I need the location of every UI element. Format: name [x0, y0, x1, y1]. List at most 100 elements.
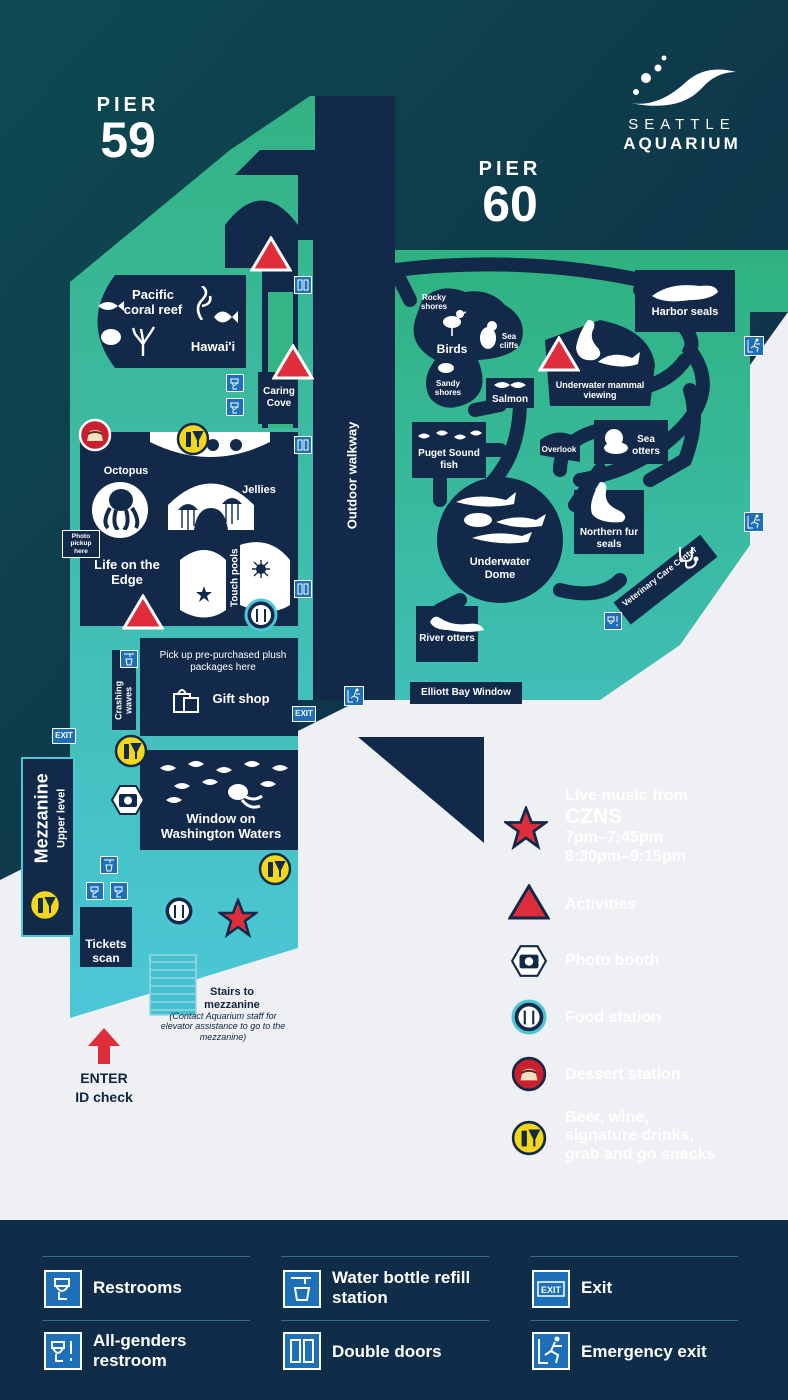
legend-live-music: Live music from	[565, 787, 688, 804]
brand-logo: SEATTLE AQUARIUM	[612, 52, 752, 162]
pier-60-word: PIER	[478, 158, 542, 180]
gift-shop-label: Gift shop	[212, 691, 270, 706]
footer-water-refill-icon	[283, 1270, 321, 1308]
whale-icon	[598, 352, 640, 367]
footer-divider	[42, 1256, 250, 1257]
legend-drinks-icon	[511, 1120, 547, 1156]
emergency-exit-icon	[344, 686, 364, 706]
shark-icon	[456, 492, 546, 544]
legend-czns: CZNS	[565, 805, 623, 828]
footer-divider	[530, 1256, 738, 1257]
caring-cove-label: Caring Cove	[263, 386, 295, 409]
pier-60-number: 60	[482, 176, 538, 232]
legend-dessert-station-icon	[511, 1056, 547, 1092]
legend-activity-icon	[508, 884, 550, 920]
octopus-silhouette-icon	[228, 784, 263, 809]
water-refill-icon	[120, 650, 138, 668]
drinks-icon[interactable]	[114, 734, 148, 768]
dessert-station-icon[interactable]	[78, 418, 112, 452]
seaweed-icon	[196, 286, 212, 320]
stairs	[149, 954, 197, 1016]
outdoor-walkway-label: Outdoor walkway	[344, 421, 360, 530]
bird-icon	[443, 310, 466, 336]
enter-label: ENTER	[80, 1070, 128, 1086]
sandpiper-icon	[438, 363, 454, 373]
harbor-seals-exhibit	[635, 270, 735, 332]
legend-time-2: 8:30pm–9:15pm	[565, 848, 686, 865]
restroom-icon	[86, 882, 104, 900]
water-refill-icon	[100, 856, 118, 874]
brand-line2: AQUARIUM	[623, 134, 741, 153]
all-genders-restroom-icon	[604, 612, 622, 630]
rocky-shores-label: Rocky shores	[420, 293, 448, 312]
mezzanine-label: Mezzanine	[31, 773, 52, 864]
enter-arrow	[88, 1028, 120, 1064]
activity-icon[interactable]	[250, 236, 292, 272]
legend-activities: Activities	[565, 896, 637, 913]
legend-photo-booth-icon	[510, 945, 548, 977]
legend-food-station: Food station	[565, 1009, 661, 1026]
svg-text:EXIT: EXIT	[541, 1285, 562, 1295]
photo-pickup-label: Photo pickup here	[62, 530, 100, 559]
crashing-waves-label: Crashing waves	[113, 680, 134, 720]
restroom-icon	[226, 398, 244, 416]
sea-cliffs-label: Sea cliffs	[499, 332, 519, 351]
drinks-icon[interactable]	[176, 422, 210, 456]
sea-lion-icon	[576, 320, 601, 361]
harbor-seals-label: Harbor seals	[651, 306, 719, 318]
northern-fur-seals-label: Northern fur seals	[579, 527, 639, 550]
river-otter-icon	[430, 616, 484, 632]
legend-time-1: 7pm–7:45pm	[565, 829, 663, 846]
footer-restroom-icon	[44, 1270, 82, 1308]
harbor-seal-icon	[652, 285, 718, 302]
brand-line1: SEATTLE	[628, 116, 736, 133]
pier-59-word: PIER	[96, 94, 160, 116]
activity-icon[interactable]	[538, 336, 580, 372]
tropical-fish-icon	[214, 311, 238, 323]
emergency-exit-icon	[744, 512, 764, 532]
gift-shop-room	[140, 638, 298, 736]
plush-label: Pick up pre-purchased plush packages her…	[159, 650, 287, 673]
sea-otter-icon	[604, 429, 628, 454]
river-otters-label: River otters	[419, 633, 475, 644]
activity-icon[interactable]	[122, 594, 164, 630]
birds-label: Birds	[436, 342, 468, 356]
food-station-icon[interactable]	[162, 894, 196, 928]
fish-school-icon	[160, 761, 288, 803]
coral-reef-room	[97, 275, 246, 368]
id-check-label: ID check	[75, 1089, 133, 1105]
footer-water: Water bottle refill station	[332, 1268, 471, 1308]
photo-booth-icon[interactable]	[110, 784, 146, 816]
activity-icon[interactable]	[272, 344, 314, 380]
outdoor-walkway	[235, 96, 395, 700]
birds-exhibit	[413, 288, 523, 408]
hawaii-label: Hawai'i	[190, 339, 236, 354]
pacific-coral-reef-label: Pacific coral reef	[123, 287, 183, 317]
pier-60-label: PIER 60	[468, 158, 552, 229]
legend-beer: Beer, wine, signature drinks, grab and g…	[565, 1109, 716, 1163]
legend-star-icon	[504, 806, 548, 850]
drinks-icon[interactable]	[258, 852, 292, 886]
footer-exit: Exit	[581, 1278, 613, 1297]
emergency-exit-icon	[744, 336, 764, 356]
drinks-icon[interactable]	[28, 888, 62, 922]
restroom-icon	[226, 374, 244, 392]
sandy-shores-label: Sandy shores	[434, 379, 462, 398]
underwater-mammal-label: Underwater mammal viewing	[555, 380, 645, 401]
stairs-label: Stairs to mezzanine	[204, 986, 260, 1011]
footer-emergency-exit: Emergency exit	[581, 1342, 707, 1361]
pier-59-number: 59	[100, 112, 156, 168]
gift-bag-icon	[173, 689, 199, 713]
fish-icon	[98, 301, 124, 311]
double-doors-icon	[294, 436, 312, 454]
footer-all-genders: All-genders restroom	[93, 1331, 187, 1371]
jellyfish-icon-2	[222, 498, 242, 524]
food-station-icon[interactable]	[244, 598, 278, 632]
elliott-bay-label: Elliott Bay Window	[421, 687, 511, 698]
live-music-star-icon[interactable]	[218, 898, 258, 938]
footer-exit-icon: EXIT	[532, 1270, 570, 1308]
puget-fish-icon	[418, 430, 482, 440]
anemone-icon	[252, 560, 270, 578]
caring-cove-room	[258, 372, 298, 424]
footer-double-doors-icon	[283, 1332, 321, 1370]
